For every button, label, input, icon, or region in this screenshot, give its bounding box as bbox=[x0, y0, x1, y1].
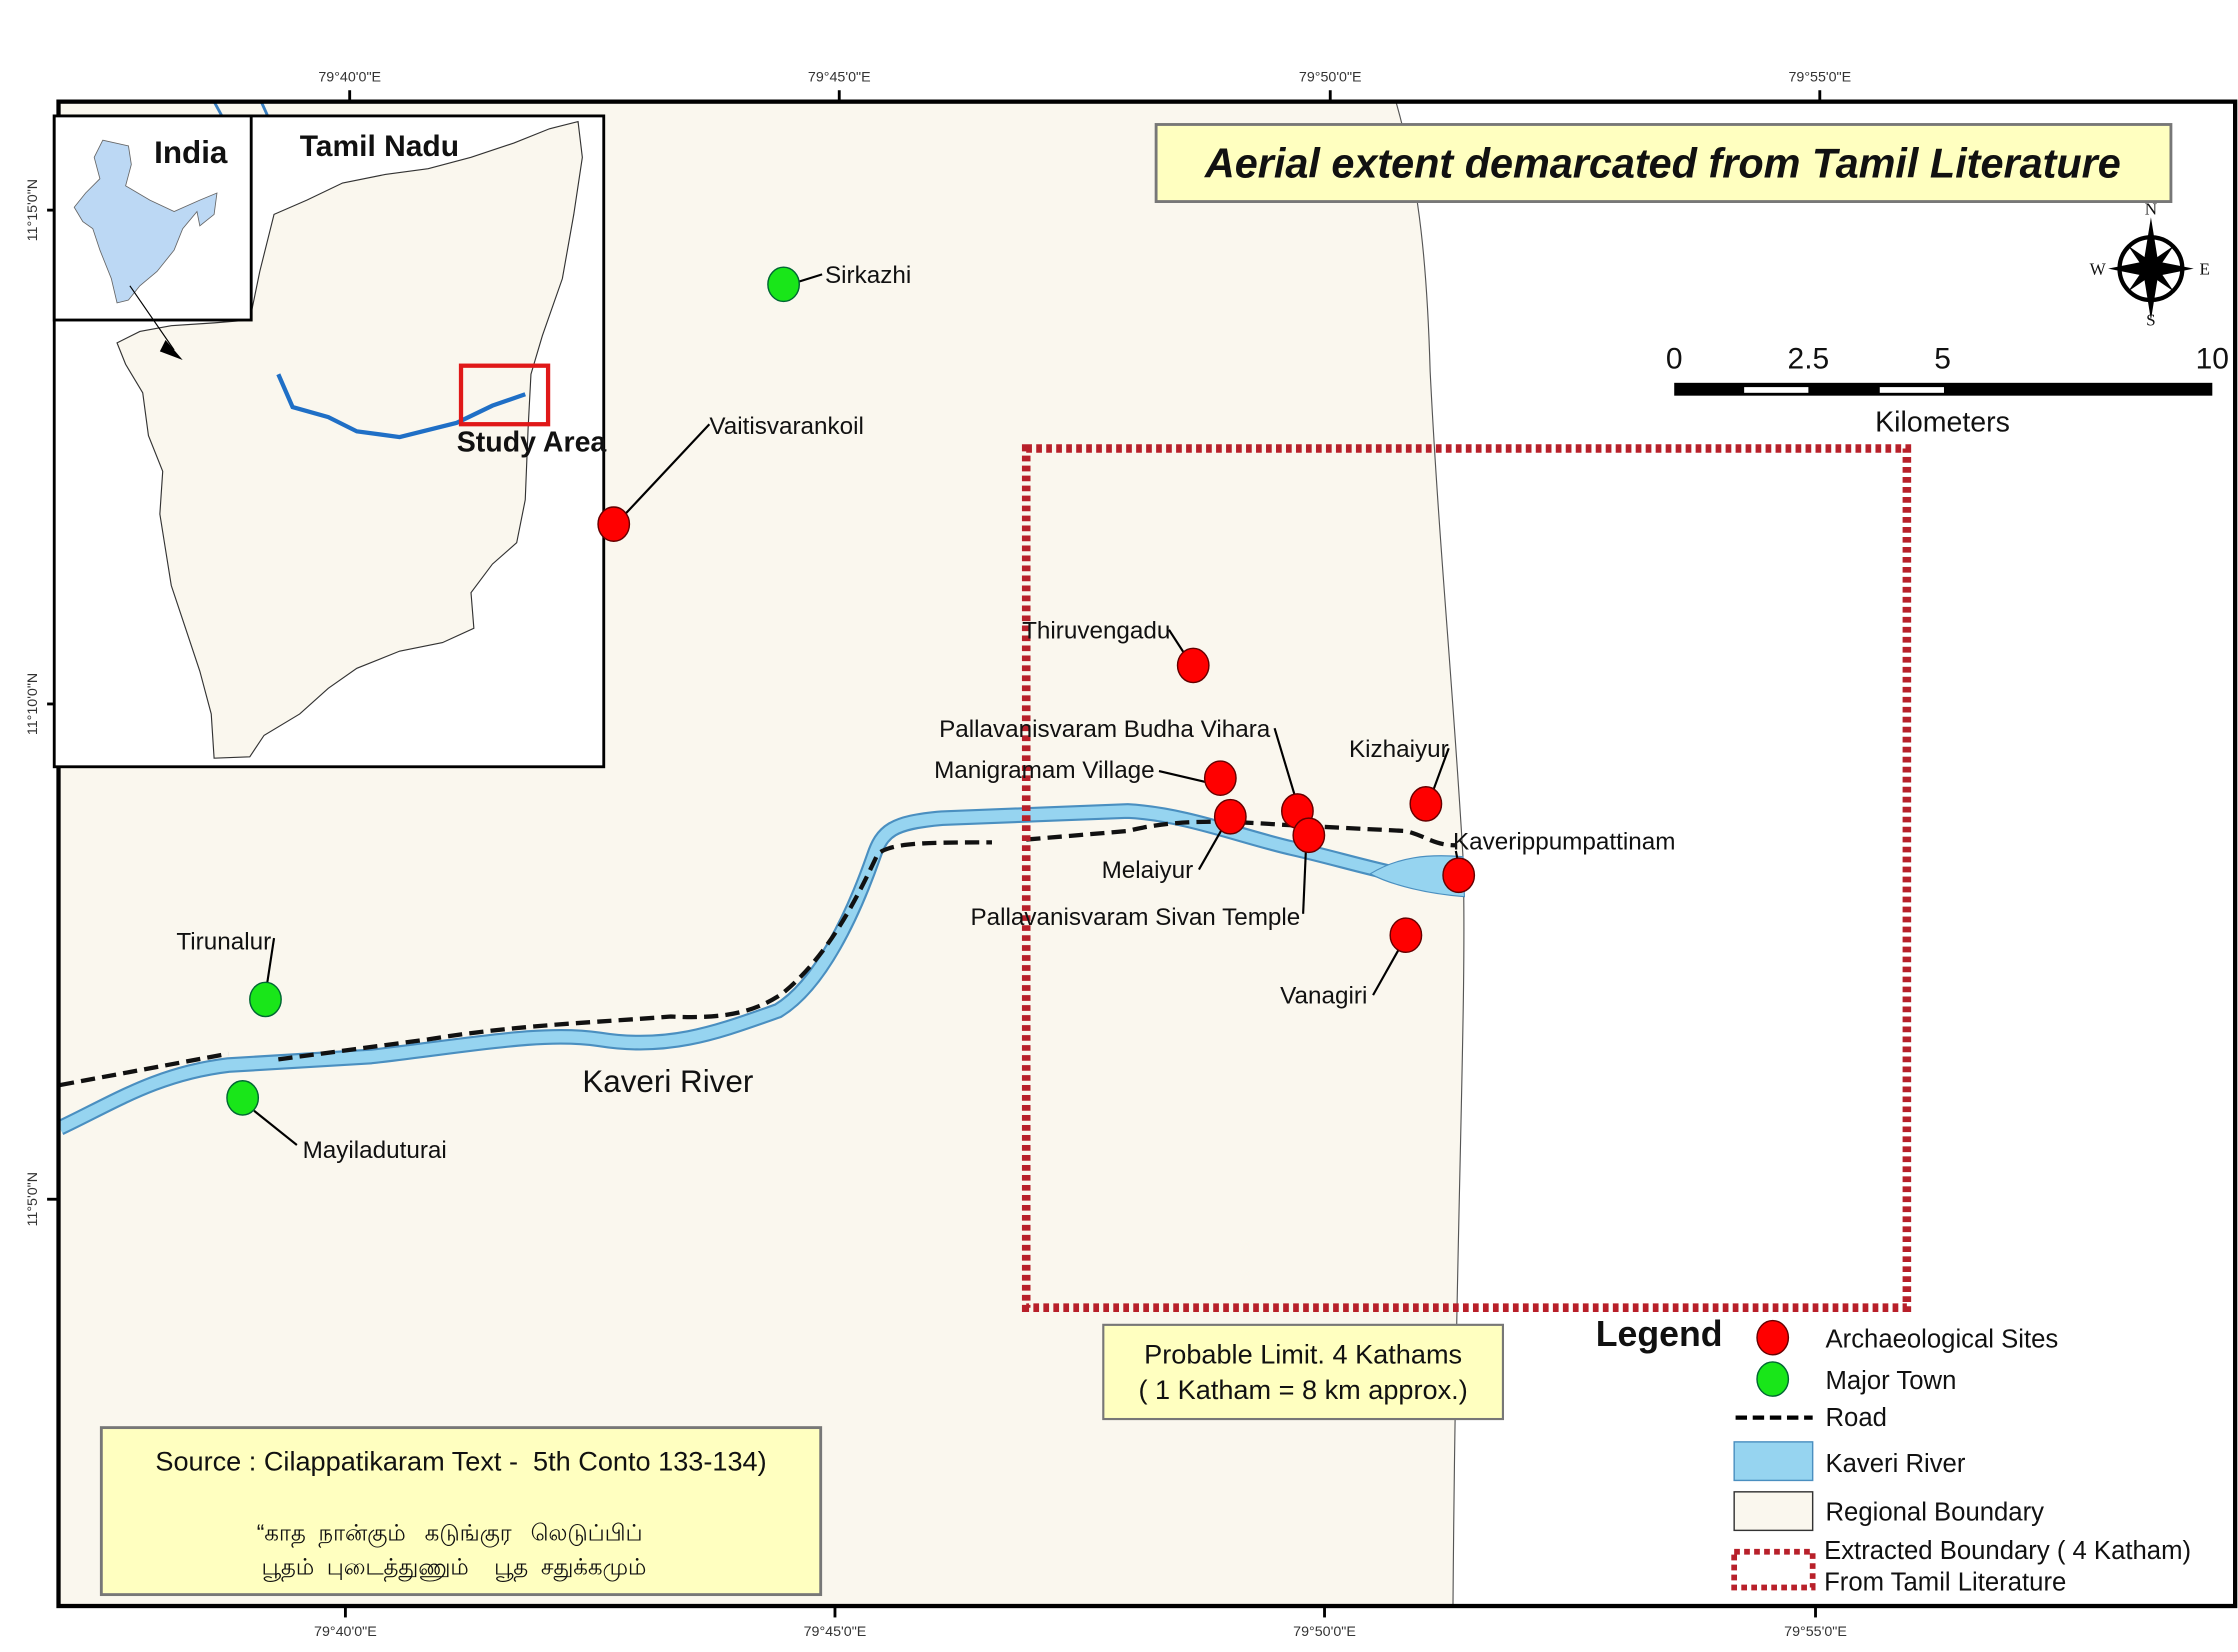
svg-text:2.5: 2.5 bbox=[1788, 343, 1830, 376]
verse-line-2: பூதம் புடைத்துணும் பூத சதுக்கமும் bbox=[262, 1554, 647, 1582]
svg-text:5: 5 bbox=[1934, 343, 1951, 376]
site-markers bbox=[597, 506, 1476, 954]
map-title: Aerial extent demarcated from Tamil Lite… bbox=[1204, 140, 2121, 186]
verse-line-1: “காத நான்கும் கடுங்குர லெடுப்பிப் bbox=[257, 1519, 643, 1547]
source-box bbox=[99, 1426, 823, 1597]
tamil-nadu-outline bbox=[116, 120, 583, 759]
legend-title: Legend bbox=[1596, 1314, 1723, 1354]
svg-text:10: 10 bbox=[2196, 343, 2229, 376]
tick-top: 79°55'0"E bbox=[1788, 70, 1851, 86]
site-marker bbox=[597, 506, 631, 542]
major-town-icon bbox=[1756, 1361, 1790, 1397]
tick-left: 11°5'0"N bbox=[25, 1172, 41, 1226]
site-label: Pallavanisvaram Sivan Temple bbox=[970, 904, 1300, 931]
india-outline bbox=[73, 139, 218, 304]
site-label: Kaverippumpattinam bbox=[1453, 829, 1675, 856]
scale-bar: 0 2.5 5 10 Kilometers bbox=[1666, 343, 2229, 439]
svg-text:S: S bbox=[2146, 311, 2156, 330]
tick-top: 79°40'0"E bbox=[318, 70, 381, 86]
svg-text:Road: Road bbox=[1826, 1404, 1887, 1432]
svg-text:Kilometers: Kilometers bbox=[1875, 406, 2010, 438]
site-label: Vanagiri bbox=[1280, 983, 1367, 1010]
town-label: Sirkazhi bbox=[825, 262, 911, 289]
source-text: Source : Cilappatikaram Text - 5th Conto… bbox=[155, 1445, 766, 1476]
site-marker bbox=[1292, 817, 1326, 854]
tick-bottom: 79°50'0"E bbox=[1293, 1624, 1356, 1640]
site-marker bbox=[1203, 760, 1237, 797]
svg-text:Extracted Boundary ( 4 Katham): Extracted Boundary ( 4 Katham) bbox=[1824, 1537, 2191, 1565]
leader-lines bbox=[253, 273, 1460, 1146]
north-arrow-icon: N S E W bbox=[2090, 199, 2210, 329]
inset-map: India Tamil Nadu Study Area bbox=[52, 114, 608, 769]
title-box bbox=[1154, 123, 2173, 203]
svg-text:Archaeological Sites: Archaeological Sites bbox=[1826, 1326, 2059, 1354]
study-area-label: Study Area bbox=[457, 426, 608, 458]
site-marker bbox=[1176, 647, 1210, 684]
site-marker bbox=[1213, 798, 1247, 835]
regional-boundary-swatch bbox=[1733, 1491, 1814, 1532]
tick-bottom: 79°45'0"E bbox=[804, 1624, 867, 1640]
svg-text:From Tamil Literature: From Tamil Literature bbox=[1824, 1568, 2066, 1596]
limit-line-2: ( 1 Katham = 8 km approx.) bbox=[1139, 1374, 1468, 1405]
tick-top: 79°45'0"E bbox=[808, 70, 871, 86]
svg-text:W: W bbox=[2090, 259, 2107, 278]
limit-line-1: Probable Limit. 4 Kathams bbox=[1144, 1338, 1462, 1369]
extracted-boundary-swatch bbox=[1731, 1548, 1816, 1591]
tick-top: 79°50'0"E bbox=[1299, 70, 1362, 86]
site-marker bbox=[1442, 857, 1476, 894]
town-markers bbox=[226, 266, 800, 1116]
map-frame bbox=[56, 99, 2238, 1609]
site-label: Vaitisvarankoil bbox=[709, 413, 864, 440]
svg-text:0: 0 bbox=[1666, 343, 1683, 376]
graticule-ticks bbox=[47, 90, 1822, 1618]
tick-left: 11°15'0"N bbox=[25, 179, 41, 241]
archaeological-site-icon bbox=[1756, 1319, 1790, 1356]
inset-river bbox=[276, 373, 526, 440]
svg-text:E: E bbox=[2199, 259, 2209, 278]
town-marker bbox=[226, 1080, 260, 1116]
tamil-nadu-label: Tamil Nadu bbox=[300, 130, 459, 163]
sea-area bbox=[1395, 101, 2236, 1607]
site-marker bbox=[1409, 786, 1443, 822]
town-marker bbox=[249, 981, 282, 1018]
india-label: India bbox=[154, 135, 228, 170]
svg-text:Kaveri River: Kaveri River bbox=[1826, 1450, 1966, 1478]
site-label: Thiruvengadu bbox=[1022, 617, 1170, 644]
extracted-boundary bbox=[1021, 444, 1912, 1312]
site-marker bbox=[1389, 917, 1423, 954]
river-swatch bbox=[1733, 1441, 1814, 1482]
site-label: Manigramam Village bbox=[934, 757, 1155, 784]
site-label: Kizhaiyur bbox=[1349, 736, 1449, 763]
tick-left: 11°10'0"N bbox=[25, 673, 41, 735]
site-label: Pallavanisvaram Budha Vihara bbox=[939, 716, 1271, 743]
town-marker bbox=[767, 266, 800, 303]
svg-text:N: N bbox=[2145, 199, 2157, 218]
town-label: Mayiladuturai bbox=[303, 1137, 447, 1164]
site-label: Melaiyur bbox=[1102, 857, 1194, 884]
tick-bottom: 79°55'0"E bbox=[1784, 1624, 1847, 1640]
tick-bottom: 79°40'0"E bbox=[314, 1624, 377, 1640]
limit-box bbox=[1102, 1323, 1505, 1421]
road bbox=[59, 819, 1456, 1088]
legend: Legend Archaeological Sites Major Town R… bbox=[1596, 1314, 2191, 1596]
svg-text:Major Town: Major Town bbox=[1826, 1367, 1957, 1395]
town-label: Tirunalur bbox=[176, 928, 271, 955]
study-area-box bbox=[458, 363, 551, 427]
river-label: Kaveri River bbox=[582, 1064, 753, 1099]
svg-text:Regional Boundary: Regional Boundary bbox=[1826, 1498, 2045, 1526]
